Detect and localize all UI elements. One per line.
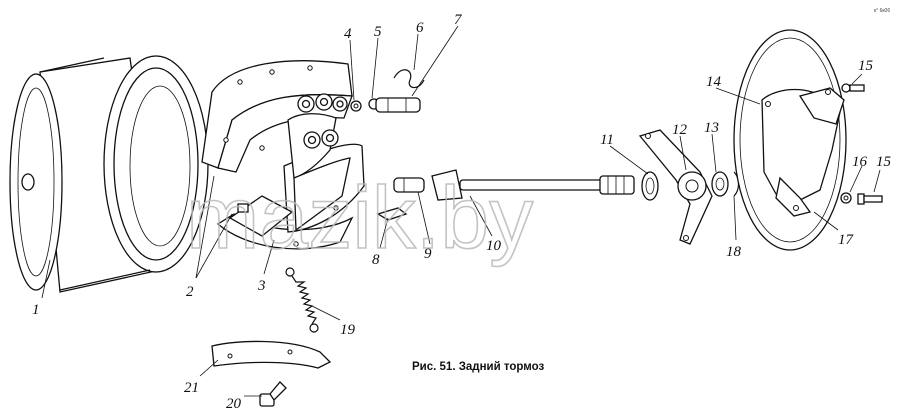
pad-fixing-bolt [259, 381, 287, 407]
retaining-clip [376, 207, 408, 221]
figure-caption: Рис. 51. Задний тормоз [412, 361, 544, 373]
callout-5: 5 [374, 24, 382, 40]
spring-washer [840, 192, 852, 204]
cam-bushing [393, 177, 425, 193]
callout-14: 14 [706, 74, 722, 90]
callout-11: 11 [600, 132, 614, 148]
callout-19: 19 [340, 322, 356, 338]
adjuster-nut [350, 100, 362, 112]
brake-drum [9, 55, 209, 293]
callout-20: 20 [226, 396, 242, 412]
backing-plate-bolt-upper [841, 83, 865, 93]
callout-12: 12 [672, 122, 688, 138]
callout-8: 8 [372, 252, 380, 268]
watermark: mazik.by [186, 168, 533, 267]
shoe-pins [228, 195, 294, 237]
backing-plate-bolt-lower [857, 193, 883, 205]
shoe-anchor-pin [375, 97, 421, 113]
slack-adjuster-lever [638, 129, 713, 245]
callout-10: 10 [486, 238, 502, 254]
callout-17: 17 [838, 232, 855, 248]
callout-15a: 15 [858, 58, 874, 74]
lever-washer [711, 171, 729, 197]
shoe-return-spring [285, 267, 319, 333]
shoe-web [287, 93, 351, 232]
callout-1: 1 [32, 302, 40, 318]
callout-6: 6 [416, 20, 424, 36]
callout-21: 21 [184, 380, 199, 396]
callout-7: 7 [454, 12, 463, 28]
callout-3: 3 [257, 278, 266, 294]
callout-labels: 1 2 3 4 5 6 7 8 9 10 11 12 13 14 15 15 1… [32, 12, 892, 412]
callout-9: 9 [424, 246, 432, 262]
brake-lining-pad [211, 340, 332, 369]
callout-18: 18 [726, 244, 742, 260]
callout-16: 16 [852, 154, 868, 170]
cam-washer [641, 171, 659, 201]
callout-4: 4 [344, 26, 352, 42]
corner-mark: к° 6к06 [874, 8, 890, 14]
leader-lines [41, 25, 881, 397]
brake-backing-plate [733, 29, 847, 251]
callout-2: 2 [186, 284, 194, 300]
callout-15b: 15 [876, 154, 892, 170]
brake-camshaft [431, 169, 635, 201]
callout-13: 13 [704, 120, 719, 136]
